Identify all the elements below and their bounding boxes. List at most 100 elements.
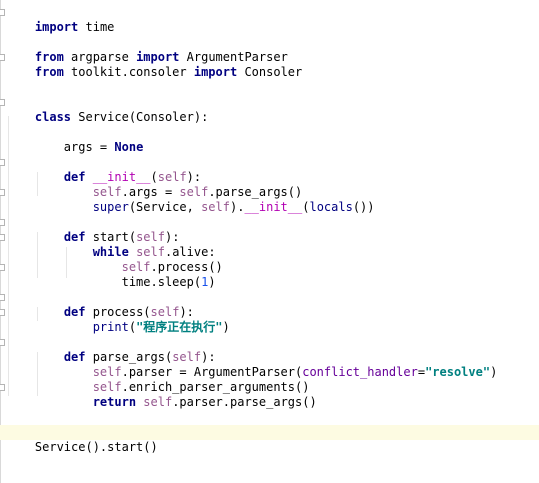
keyword: while: [92, 245, 129, 259]
indent-guide: [8, 116, 9, 396]
indent: [35, 395, 93, 409]
code-line-23[interactable]: def parse_args(self):: [0, 335, 539, 364]
code-text: .parse_args(): [208, 185, 303, 199]
keyword: from: [34, 65, 64, 79]
code-text: .process(): [150, 260, 223, 274]
string-literal: "resolve": [425, 365, 491, 379]
code-text: start(: [85, 230, 137, 244]
code-text: (: [150, 170, 158, 184]
code-line-17[interactable]: self.process(): [0, 245, 539, 274]
code-line-26[interactable]: return self.parser.parse_args(): [0, 380, 539, 409]
code-text: args =: [34, 140, 115, 154]
code-line-20[interactable]: def process(self):: [0, 290, 539, 319]
fold-marker-icon[interactable]: [0, 9, 5, 16]
indent-guide: [66, 247, 67, 278]
self-token: self: [92, 185, 122, 199]
keyword: return: [92, 395, 137, 409]
builtin: print: [92, 320, 129, 334]
code-line-21[interactable]: print("程序正在执行"): [0, 305, 539, 334]
code-text: .parser.parse_args(): [172, 395, 317, 409]
code-line-4[interactable]: from toolkit.consoler import Consoler: [0, 50, 539, 79]
fold-marker-icon[interactable]: [0, 294, 5, 301]
magic-method: __init__: [92, 170, 151, 184]
fold-marker-icon[interactable]: [0, 309, 5, 316]
code-line-18[interactable]: time.sleep(1): [0, 260, 539, 289]
code-text: (: [302, 200, 310, 214]
code-text: ):: [179, 305, 194, 319]
code-text: Service(Consoler):: [71, 110, 209, 124]
self-token: self: [136, 245, 165, 259]
indent: [35, 320, 93, 334]
self-token: self: [92, 380, 122, 394]
code-text: ):: [186, 170, 202, 184]
code-text: ).: [229, 200, 245, 214]
code-line-24[interactable]: self.parser = ArgumentParser(conflict_ha…: [0, 350, 539, 379]
code-line-9[interactable]: args = None: [0, 125, 539, 154]
code-text: (Service,: [128, 200, 202, 214]
code-line-15[interactable]: def start(self):: [0, 215, 539, 244]
code-text: toolkit.consoler: [63, 65, 194, 79]
code-text: argparse: [63, 50, 137, 64]
self-token: self: [121, 260, 151, 274]
code-text: time: [78, 20, 115, 34]
fold-marker-icon[interactable]: [0, 99, 5, 106]
builtin: locals: [309, 200, 353, 214]
code-line-11[interactable]: def __init__(self):: [0, 155, 539, 184]
indent-guide: [37, 172, 38, 196]
indent-guide: [37, 307, 38, 321]
code-text: .alive:: [164, 245, 216, 259]
self-token: self: [179, 185, 209, 199]
code-text: (: [128, 320, 137, 334]
keyword: def: [63, 305, 86, 319]
code-line-1[interactable]: import time: [0, 5, 539, 34]
code-text: Service().start(): [34, 440, 158, 454]
indent-guide: [37, 352, 38, 396]
magic-method: __init__: [244, 200, 303, 214]
code-text: time.sleep(: [34, 275, 202, 289]
gutter-border: [0, 0, 1, 483]
self-token: self: [150, 305, 180, 319]
keyword: import: [136, 50, 180, 64]
keyword-argument: conflict_handler: [302, 365, 418, 379]
code-text: Consoler: [237, 65, 303, 79]
code-text: process(: [85, 305, 151, 319]
code-line-7[interactable]: class Service(Consoler):: [0, 95, 539, 124]
self-token: self: [136, 230, 165, 244]
code-line-3[interactable]: from argparse import ArgumentParser: [0, 35, 539, 64]
code-line-12[interactable]: self.args = self.parse_args(): [0, 170, 539, 199]
keyword: None: [114, 140, 144, 154]
self-token: self: [201, 200, 230, 214]
fold-marker-icon[interactable]: [0, 384, 5, 391]
code-line-25[interactable]: self.enrich_parser_arguments(): [0, 365, 539, 394]
fold-marker-icon[interactable]: [0, 219, 5, 226]
builtin: super: [92, 200, 129, 214]
code-text: =: [417, 365, 426, 379]
fold-marker-icon[interactable]: [0, 339, 5, 346]
self-token: self: [157, 170, 187, 184]
fold-marker-icon[interactable]: [0, 264, 5, 271]
code-line-16[interactable]: while self.alive:: [0, 230, 539, 259]
code-line-13[interactable]: super(Service, self).__init__(locals()): [0, 185, 539, 214]
self-token: self: [172, 350, 202, 364]
fold-marker-icon[interactable]: [0, 234, 5, 241]
self-token: self: [92, 365, 122, 379]
code-text: parse_args(: [85, 350, 173, 364]
code-line-29-current[interactable]: Service().start(): [0, 425, 539, 454]
string-literal: "程序正在执行": [136, 320, 223, 334]
code-text: ): [208, 275, 216, 289]
fold-marker-icon[interactable]: [0, 54, 5, 61]
code-text: ):: [164, 230, 180, 244]
code-text: ArgumentParser: [179, 50, 288, 64]
code-text: ()): [352, 200, 375, 214]
fold-marker-icon[interactable]: [0, 159, 5, 166]
self-token: self: [143, 395, 173, 409]
code-text: .parser = ArgumentParser(: [121, 365, 303, 379]
keyword: import: [34, 20, 79, 34]
number-literal: 1: [201, 275, 209, 289]
keyword: def: [63, 230, 86, 244]
keyword: import: [193, 65, 238, 79]
keyword: def: [63, 350, 86, 364]
fold-marker-icon[interactable]: [0, 189, 5, 196]
code-text: ):: [201, 350, 216, 364]
